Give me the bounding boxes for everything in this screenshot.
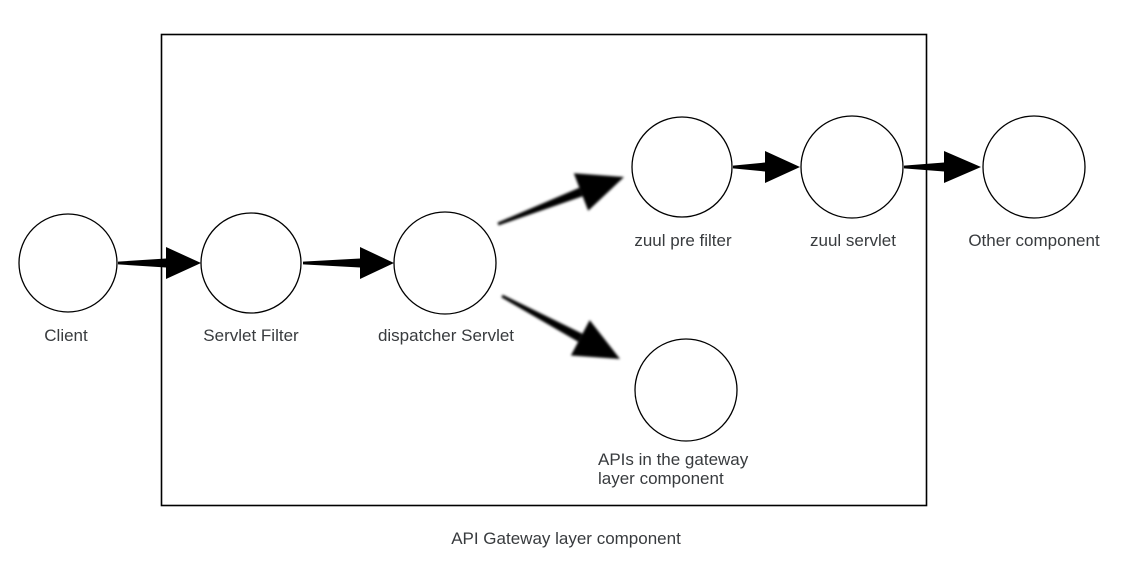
boundary-caption: API Gateway layer component <box>451 529 681 548</box>
arrow-servlet-filter-to-dispatcher <box>303 247 394 279</box>
arrow-zuul-pre-filter-to-zuul-servlet <box>733 151 800 183</box>
node-apis-in-gateway <box>634 338 738 442</box>
node-zuul-servlet <box>800 115 904 219</box>
node-servlet-filter <box>200 212 302 314</box>
arrow-client-to-servlet-filter <box>118 247 201 279</box>
arrow-dispatcher-to-apis <box>501 294 620 359</box>
arrow-dispatcher-to-zuul-pre-filter <box>497 173 624 226</box>
node-label-apis-in-gateway: APIs in the gateway layer component <box>598 450 749 488</box>
node-label-zuul-servlet: zuul servlet <box>810 231 896 250</box>
node-label-servlet-filter: Servlet Filter <box>203 326 299 345</box>
node-other-component <box>982 115 1086 219</box>
node-zuul-pre-filter <box>631 116 733 218</box>
arrow-zuul-servlet-to-other-component <box>904 151 981 183</box>
node-client <box>18 213 118 313</box>
node-dispatcher-servlet <box>393 211 497 315</box>
gateway-boundary-box <box>160 33 928 507</box>
node-label-zuul-pre-filter: zuul pre filter <box>634 231 732 250</box>
node-label-dispatcher-servlet: dispatcher Servlet <box>377 326 515 345</box>
node-label-other-component: Other component <box>968 231 1100 250</box>
node-label-client: Client <box>44 326 88 345</box>
